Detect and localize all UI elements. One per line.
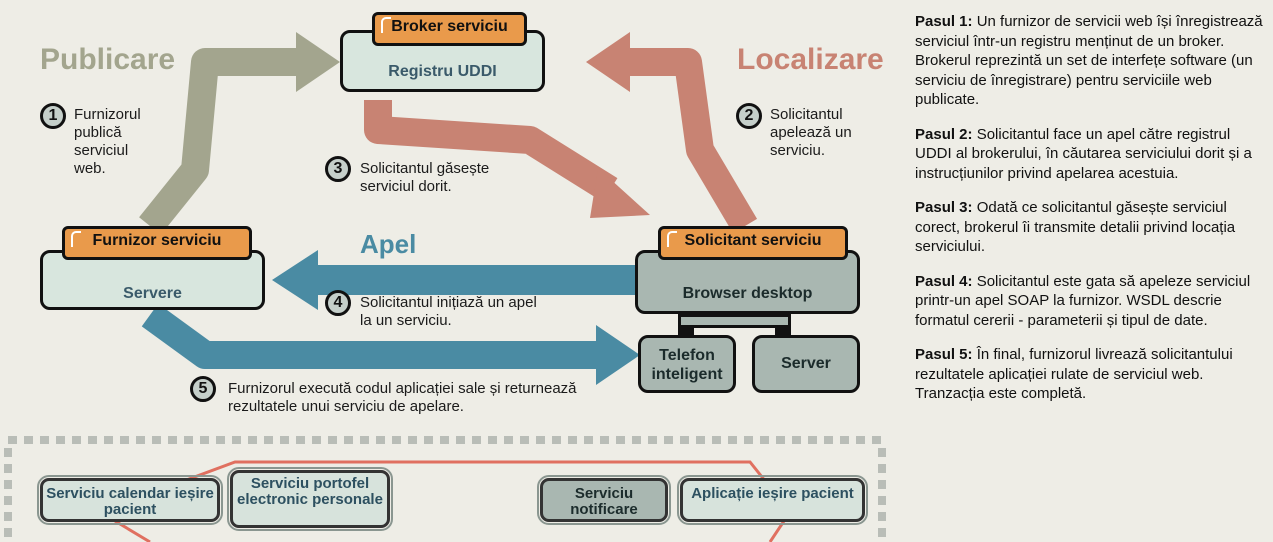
step-body: În final, furnizorul livrează solicitant… [915,346,1233,402]
broker-body-label: Registru UDDI [388,63,497,80]
step-title: Pasul 4: [915,272,973,290]
service-calendar: Serviciu calendar ieșire pacient [37,475,223,525]
service-discharge-app: Aplicație ieșire pacient [677,475,868,525]
service-calendar-label: Serviciu calendar ieșire pacient [46,485,214,518]
requester-box: Browser desktop [635,250,860,314]
step-5-text: Furnizorul execută codul aplicației sale… [228,380,577,415]
step-2-text: Solicitantul apelează un serviciu. [770,106,852,159]
call-heading: Apel [360,229,417,259]
locate-heading: Localizare [737,43,884,76]
provider-body-label: Servere [123,285,182,302]
phone-label: Telefon inteligent [651,347,723,383]
step-title: Pasul 3: [915,199,973,216]
steps-panel: Pasul 1: Un furnizor de servicii web își… [915,12,1265,419]
server-label: Server [781,355,831,372]
call-arrowhead [272,250,318,310]
locate-arrowhead [586,32,630,92]
provider-box: Servere [40,250,265,310]
find-arrow [364,100,618,202]
server-box: Server [752,335,860,393]
step-description: Pasul 5: În final, furnizorul livrează s… [915,345,1265,404]
step-3-text: Solicitantul găsește serviciul dorit. [360,160,490,195]
service-wallet-label: Serviciu portofel electronic personale [237,475,383,508]
step-4-text: Solicitantul inițiază un apel la un serv… [360,294,537,329]
requester-body-label: Browser desktop [682,285,813,302]
step-1-number: 1 [40,103,66,129]
locate-arrow [628,48,758,234]
step-body: Un furnizor de servicii web își înregist… [915,13,1263,108]
return-arrowhead [596,325,640,385]
step-title: Pasul 5: [915,346,973,363]
step-description: Pasul 1: Un furnizor de servicii web își… [915,12,1265,110]
step-5-number: 5 [190,376,216,402]
requester-tag: Solicitant serviciu [658,226,848,260]
step-4-number: 4 [325,290,351,316]
step-3-number: 3 [325,156,351,182]
publish-arrowhead [296,32,340,92]
step-1-text: Furnizorul publică serviciul web. [74,106,141,177]
service-discharge-app-label: Aplicație ieșire pacient [691,485,854,502]
step-description: Pasul 2: Solicitantul face un apel către… [915,125,1265,184]
step-description: Pasul 3: Odată ce solicitantul găsește s… [915,198,1265,257]
step-title: Pasul 1: [915,13,973,30]
connector-bar-fill [681,317,788,325]
service-notification-label: Serviciu notificare [570,485,638,518]
broker-tag: Broker serviciu [372,12,527,46]
return-arrow [141,303,600,369]
publish-arrow [139,48,300,235]
service-wallet: Serviciu portofel electronic personale [227,467,393,531]
step-title: Pasul 2: [915,125,973,143]
step-2-number: 2 [736,103,762,129]
service-notification: Serviciu notificare [537,475,671,525]
step-body: Solicitantul face un apel către registru… [915,125,1252,182]
step-body: Odată ce solicitantul găsește serviciul … [915,199,1236,255]
publish-heading: Publicare [40,43,176,76]
arrows-layer [4,32,886,542]
provider-tag: Furnizor serviciu [62,226,252,260]
call-arrow [315,265,640,295]
step-description: Pasul 4: Solicitantul este gata să apele… [915,272,1265,331]
find-arrowhead [590,168,650,218]
step-body: Solicitantul este gata să apeleze servic… [915,272,1251,329]
phone-box: Telefon inteligent [638,335,736,393]
